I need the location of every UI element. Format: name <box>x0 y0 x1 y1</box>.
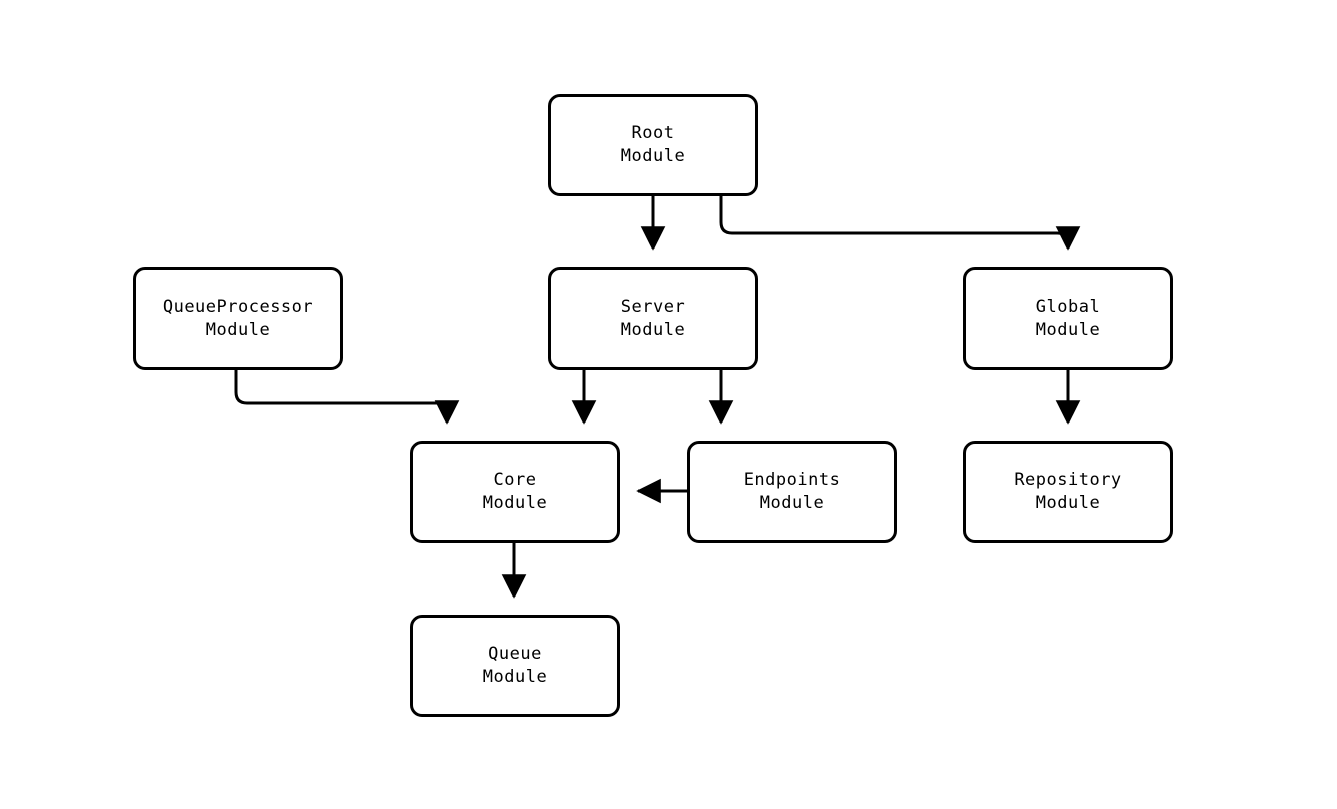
edge-root-to-global <box>719 196 1081 251</box>
node-server-module-label-line2: Module <box>620 319 686 340</box>
node-root-module-label-line1: Root <box>631 123 675 143</box>
node-repository-module[interactable]: Repository Module <box>963 441 1173 543</box>
node-server-module-label-line1: Server <box>620 296 686 317</box>
node-queue-module[interactable]: Queue Module <box>410 615 620 717</box>
node-root-module[interactable]: Root Module <box>548 94 758 196</box>
node-endpoints-module-label-line1: Endpoints <box>743 470 841 490</box>
node-queueprocessor-module-label-line2: Module <box>205 319 271 340</box>
node-root-module-label-line2: Module <box>620 146 686 166</box>
node-server-module[interactable]: Server Module <box>548 267 758 370</box>
node-repository-module-label-line1: Repository <box>1014 470 1122 490</box>
node-repository-module-label-line2: Module <box>1035 493 1101 513</box>
node-core-module[interactable]: Core Module <box>410 441 620 543</box>
node-core-module-label-line1: Core <box>493 470 537 490</box>
node-global-module-label-line2: Module <box>1035 319 1101 340</box>
node-queueprocessor-module-label-line1: QueueProcessor <box>162 296 314 317</box>
edge-queueprocessor-to-core <box>234 370 460 425</box>
node-global-module-label-line1: Global <box>1035 296 1101 317</box>
node-queue-module-label-line2: Module <box>482 667 548 687</box>
node-global-module[interactable]: Global Module <box>963 267 1173 370</box>
node-endpoints-module-label-line2: Module <box>759 493 825 513</box>
node-endpoints-module[interactable]: Endpoints Module <box>687 441 897 543</box>
node-core-module-label-line2: Module <box>482 493 548 513</box>
node-queueprocessor-module[interactable]: QueueProcessor Module <box>133 267 343 370</box>
node-queue-module-label-line1: Queue <box>488 644 542 664</box>
